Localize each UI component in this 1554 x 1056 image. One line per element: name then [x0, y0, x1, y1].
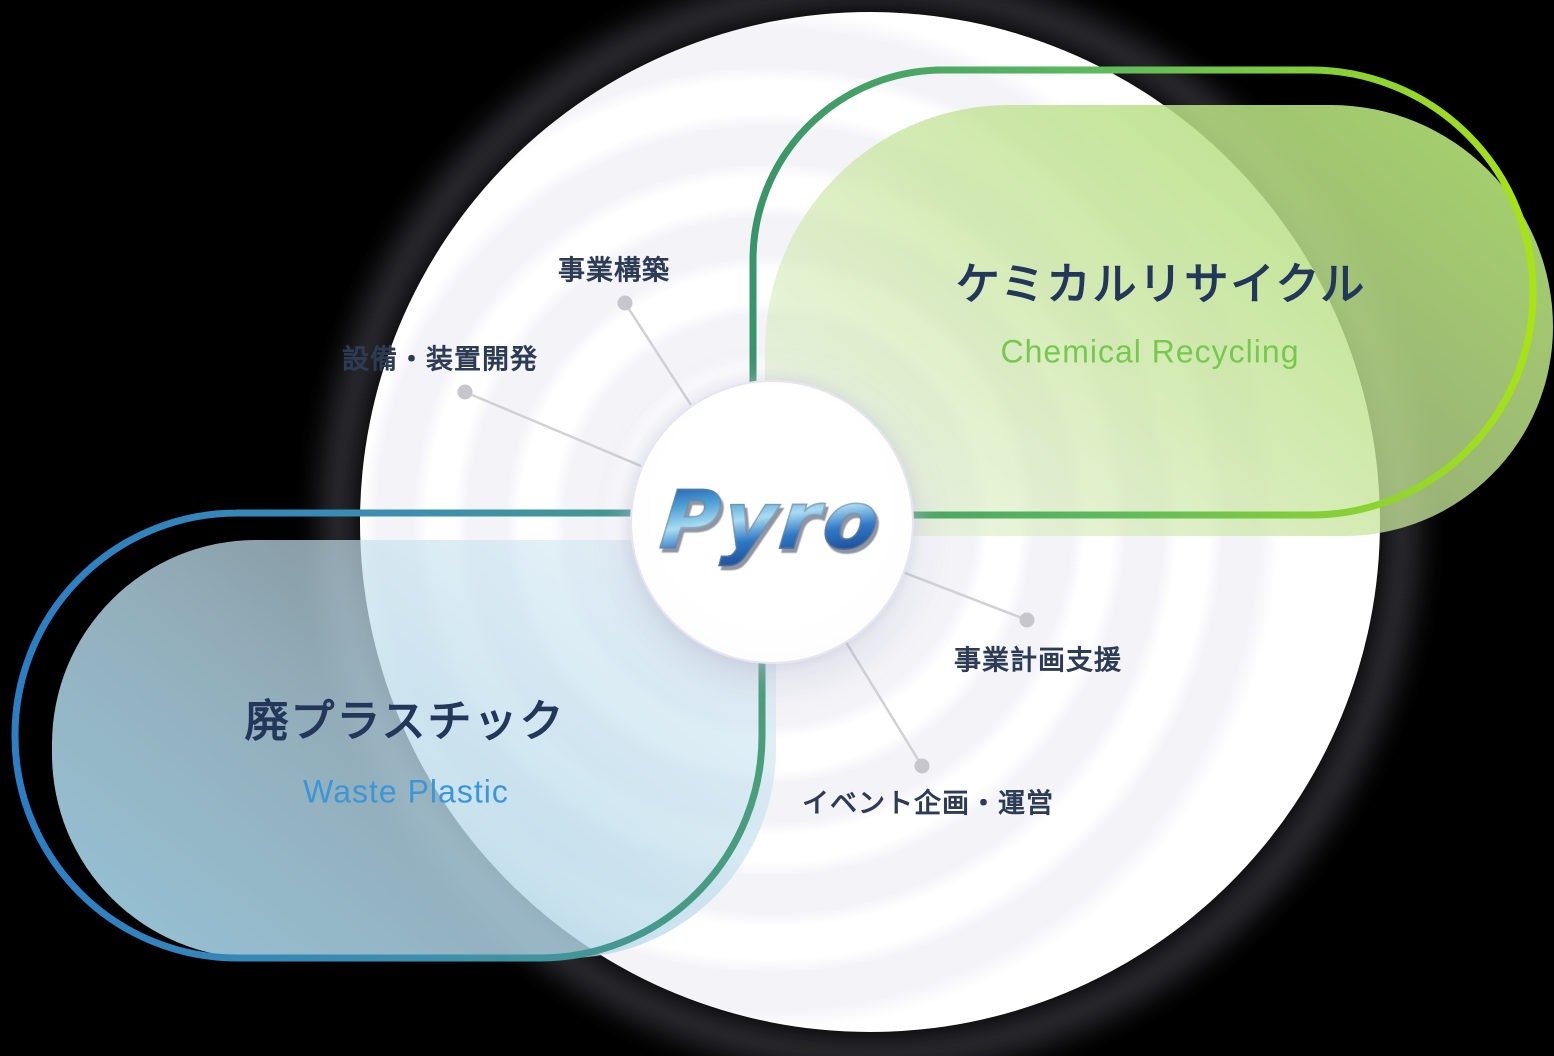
connector-lines: [464, 302, 1028, 767]
waste-plastic-area-fill: [52, 540, 776, 958]
waste-plastic-title-ja: 廃プラスチック: [244, 697, 566, 746]
connector-dot-event-planning: [914, 758, 930, 774]
connector-dot-equipment-development: [457, 384, 473, 400]
connector-dot-business-planning: [1019, 612, 1035, 628]
service-label-event-planning: イベント企画・運営: [802, 788, 1054, 819]
connector-line-business-construction: [623, 302, 693, 406]
connector-dot-business-construction: [617, 295, 633, 311]
chemical-recycling-title-ja: ケミカルリサイクル: [955, 260, 1367, 309]
service-label-business-construction: 事業構築: [558, 255, 670, 286]
chemical-recycling-area-border: [749, 66, 1537, 519]
service-label-equipment-development: 設備・装置開発: [342, 344, 538, 375]
pyro-logo: Pyro: [656, 473, 888, 568]
chemical-recycling-area-fill: [765, 105, 1553, 536]
service-label-business-planning-support: 事業計画支援: [954, 645, 1122, 676]
waste-plastic-title-en: Waste Plastic: [303, 773, 509, 810]
connector-dots: [457, 295, 1035, 774]
center-circle: Pyro: [630, 380, 914, 664]
connector-line-event-planning: [842, 638, 924, 767]
connector-line-equipment-development: [464, 390, 642, 468]
connector-line-business-planning: [899, 569, 1028, 622]
chemical-recycling-title-en: Chemical Recycling: [1000, 333, 1300, 370]
